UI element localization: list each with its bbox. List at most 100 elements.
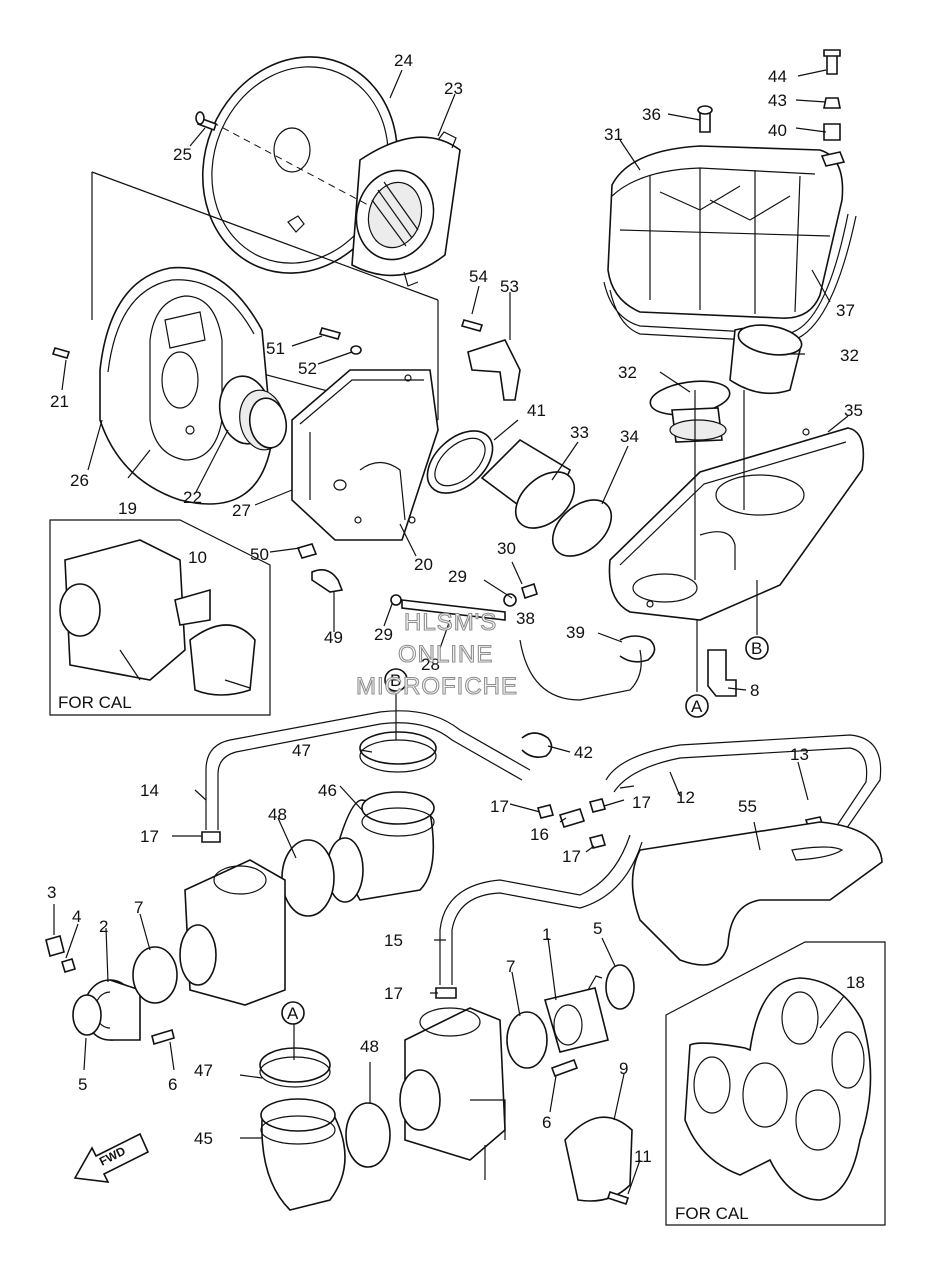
reference-markers: A B B A bbox=[281, 636, 769, 1025]
part-7-clamp-right bbox=[506, 1011, 548, 1069]
label-36: 36 bbox=[642, 105, 661, 124]
label-48b: 48 bbox=[360, 1037, 379, 1056]
label-47b: 47 bbox=[194, 1061, 213, 1080]
label-18: 18 bbox=[846, 973, 865, 992]
part-16-joint bbox=[558, 808, 586, 828]
label-17c: 17 bbox=[562, 847, 581, 866]
part-48-clamp-bottom bbox=[345, 1102, 391, 1168]
part-22-tube bbox=[218, 375, 288, 451]
part-40-grommet bbox=[823, 123, 841, 141]
part-32-joint-left bbox=[649, 380, 731, 443]
label-14: 14 bbox=[140, 781, 159, 800]
part-28-tube bbox=[401, 599, 506, 621]
label-12: 12 bbox=[676, 788, 695, 807]
part-6-bolt-left bbox=[151, 1028, 175, 1046]
part-17-clip-e bbox=[435, 987, 457, 999]
air-box-cover-assembly bbox=[426, 49, 865, 697]
ref-a-bottom bbox=[281, 1001, 305, 1025]
part-3-cap bbox=[45, 935, 65, 957]
part-32-joint-right bbox=[729, 324, 803, 395]
part-6-bolt-right bbox=[550, 1058, 579, 1078]
part-2-holder bbox=[83, 979, 141, 1041]
leader-lines bbox=[53, 69, 849, 1195]
part-45-joint bbox=[260, 1098, 346, 1211]
ref-b-hose-label: B bbox=[390, 671, 401, 690]
part-47-clamp-top bbox=[359, 731, 437, 765]
ref-b-hose bbox=[384, 668, 408, 692]
watermark-line2: ONLINE bbox=[398, 641, 493, 668]
part-17-clip-d bbox=[201, 831, 221, 843]
label-53: 53 bbox=[500, 277, 519, 296]
ref-a-top bbox=[685, 694, 709, 718]
label-43: 43 bbox=[768, 91, 787, 110]
part-39-clip bbox=[619, 635, 656, 663]
label-31: 31 bbox=[604, 125, 623, 144]
part-50-fitting bbox=[296, 543, 318, 559]
carburetor-front bbox=[399, 1007, 506, 1180]
label-3: 3 bbox=[47, 883, 56, 902]
inset-right-caption: FOR CAL bbox=[675, 1204, 749, 1223]
part-1-holder bbox=[543, 975, 609, 1053]
label-17b: 17 bbox=[490, 797, 509, 816]
part-12-hose bbox=[605, 734, 882, 836]
label-7b: 7 bbox=[506, 957, 515, 976]
label-1: 1 bbox=[542, 925, 551, 944]
label-41: 41 bbox=[527, 401, 546, 420]
label-55: 55 bbox=[738, 797, 757, 816]
part-5-oring-right bbox=[605, 964, 635, 1010]
label-13: 13 bbox=[790, 745, 809, 764]
part-21-screw bbox=[51, 347, 71, 359]
part-18-gasket bbox=[684, 977, 872, 1201]
part-27-box bbox=[291, 369, 439, 541]
label-4: 4 bbox=[72, 907, 81, 926]
label-33: 33 bbox=[570, 423, 589, 442]
label-19: 19 bbox=[118, 499, 137, 518]
label-39: 39 bbox=[566, 623, 585, 642]
part-4-fitting bbox=[61, 958, 76, 973]
label-45: 45 bbox=[194, 1129, 213, 1148]
label-42: 42 bbox=[574, 743, 593, 762]
label-46: 46 bbox=[318, 781, 337, 800]
label-27: 27 bbox=[232, 501, 251, 520]
label-28: 28 bbox=[421, 655, 440, 674]
part-30-plug bbox=[521, 582, 538, 600]
ref-a-bottom-label: A bbox=[287, 1004, 299, 1023]
label-48a: 48 bbox=[268, 805, 287, 824]
part-43-collar bbox=[823, 97, 841, 109]
inset-for-cal-right: FOR CAL bbox=[665, 941, 886, 1226]
part-8-fitting bbox=[707, 649, 737, 697]
watermark-line3: MICROFICHE bbox=[356, 673, 518, 700]
ref-a-top-label: A bbox=[691, 697, 703, 716]
part-31-cover bbox=[607, 145, 844, 319]
label-11: 11 bbox=[634, 1147, 652, 1166]
label-8: 8 bbox=[750, 681, 759, 700]
part-11-screw bbox=[606, 1190, 630, 1206]
label-34: 34 bbox=[620, 427, 639, 446]
part-49-clip bbox=[311, 569, 344, 593]
part-29-clamp bbox=[390, 594, 402, 606]
label-35: 35 bbox=[844, 401, 863, 420]
label-44: 44 bbox=[768, 67, 787, 86]
part-42-clip bbox=[521, 732, 553, 758]
label-22: 22 bbox=[183, 488, 202, 507]
label-6a: 6 bbox=[168, 1075, 177, 1094]
part-17-clip-b bbox=[588, 798, 607, 813]
part-53-bracket bbox=[467, 339, 521, 401]
part-14-hose bbox=[205, 710, 531, 830]
part-44-bolt bbox=[823, 49, 841, 75]
part-23-element bbox=[351, 131, 461, 287]
part-17-clip-a bbox=[536, 804, 555, 819]
part-47-clamp-bottom bbox=[259, 1047, 331, 1083]
label-17e: 17 bbox=[384, 984, 403, 1003]
part-17-clip-c bbox=[588, 834, 607, 849]
label-38: 38 bbox=[516, 609, 535, 628]
part-labels: 24 23 25 21 26 19 22 27 50 49 29 20 51 5… bbox=[47, 51, 865, 1166]
part-33-duct bbox=[480, 438, 576, 529]
label-17a: 17 bbox=[140, 827, 159, 846]
part-52-washer bbox=[350, 345, 362, 355]
part-15-hose bbox=[439, 834, 643, 985]
watermark: HLSM'S ONLINE MICROFICHE bbox=[355, 608, 518, 700]
label-29b: 29 bbox=[448, 567, 467, 586]
label-40: 40 bbox=[768, 121, 787, 140]
